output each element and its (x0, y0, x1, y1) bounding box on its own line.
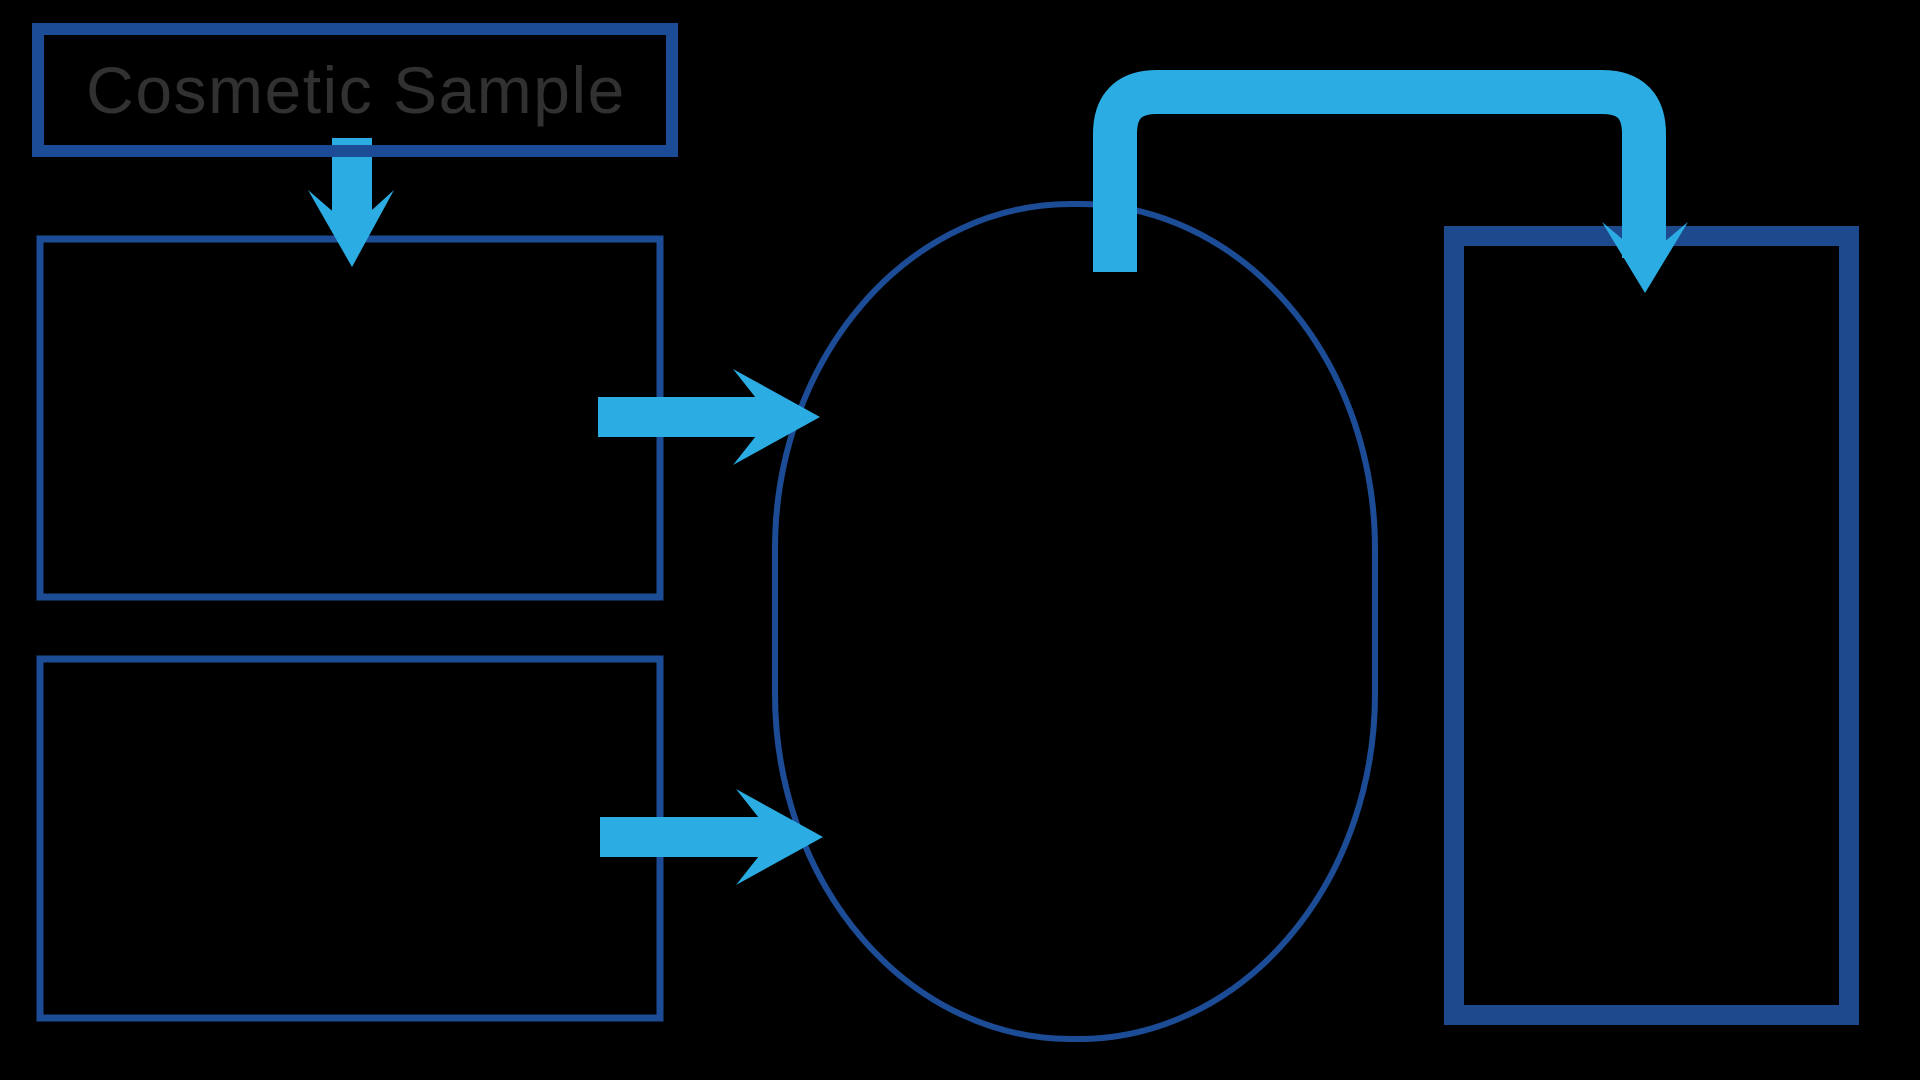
central-oval (772, 201, 1378, 1042)
arrow-upper-input-to-oval (598, 369, 820, 465)
cosmetic-sample-box-border (32, 23, 678, 157)
arrow-lower-input-to-oval-head (736, 789, 823, 885)
lower-input-box (36, 655, 664, 1022)
arrow-sample-to-upper-input-head (308, 190, 394, 267)
output-box (1444, 226, 1859, 1025)
elbow-connector-path (1093, 70, 1666, 272)
elbow-connector-head (1602, 222, 1688, 293)
cosmetic-sample-box: Cosmetic Sample (32, 23, 678, 157)
arrow-sample-to-upper-input (308, 138, 394, 267)
arrow-upper-input-to-oval-head (733, 369, 820, 465)
cosmetic-sample-label: Cosmetic Sample (86, 53, 626, 127)
arrow-upper-input-to-oval-shaft (598, 397, 773, 437)
elbow-connector-oval-to-output (1093, 70, 1688, 293)
arrow-lower-input-to-oval (600, 789, 823, 885)
upper-input-box (36, 235, 664, 601)
arrow-lower-input-to-oval-shaft (600, 817, 776, 857)
